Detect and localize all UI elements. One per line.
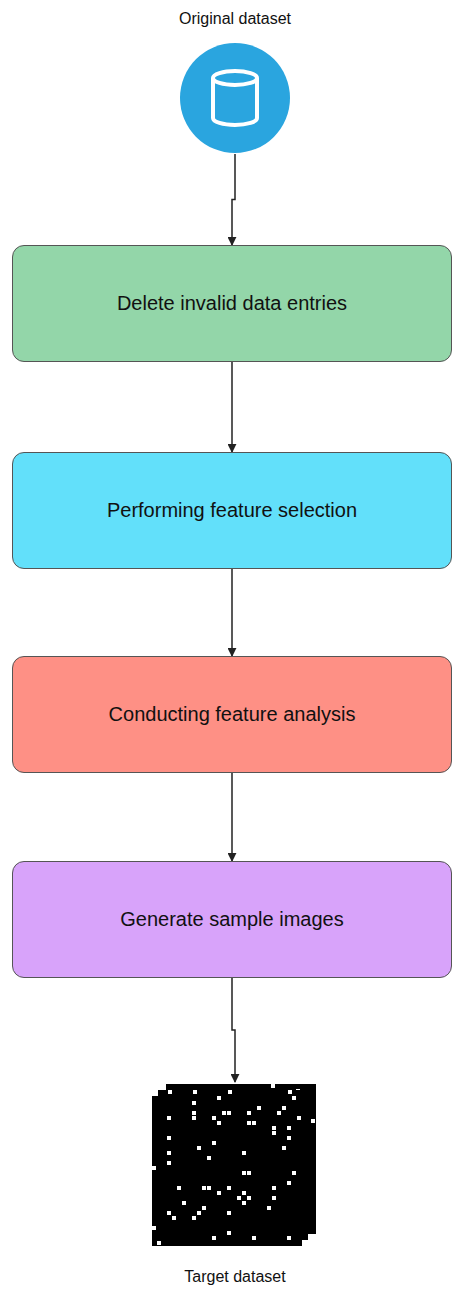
flow-arrow	[232, 978, 235, 1082]
box-label: Conducting feature analysis	[109, 703, 356, 726]
flow-arrow	[231, 773, 233, 861]
process-box: Generate sample images	[12, 861, 452, 978]
node-caption: Original dataset	[150, 10, 320, 28]
box-label: Generate sample images	[120, 908, 343, 931]
flow-arrow	[231, 362, 233, 452]
flow-arrow	[232, 154, 235, 245]
sample-image-stack	[150, 1082, 320, 1252]
process-box: Performing feature selection	[12, 452, 452, 569]
process-box: Conducting feature analysis	[12, 656, 452, 773]
box-label: Delete invalid data entries	[117, 292, 347, 315]
dataset-node: Target dataset	[140, 1082, 330, 1288]
database-icon	[179, 42, 291, 154]
database-node: Original dataset	[150, 4, 320, 154]
node-caption: Target dataset	[140, 1268, 330, 1286]
flow-arrow	[231, 569, 233, 656]
box-label: Performing feature selection	[107, 499, 357, 522]
process-box: Delete invalid data entries	[12, 245, 452, 362]
